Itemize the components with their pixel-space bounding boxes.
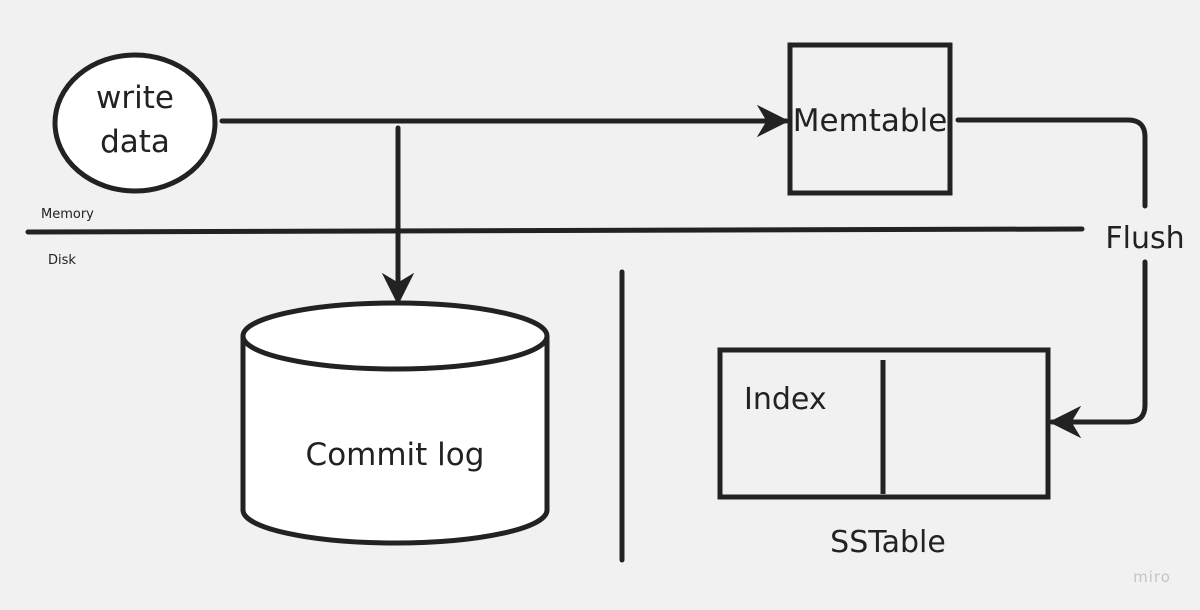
flush-arrow-lower — [1048, 259, 1148, 439]
commit-log-cylinder-body — [240, 336, 550, 546]
memory-region-label: Memory — [41, 207, 94, 222]
sstable-index-label: Index — [744, 382, 827, 417]
sstable-caption: SSTable — [830, 525, 946, 560]
sstable-node[interactable]: Index SSTable — [717, 347, 1051, 560]
commit-log-cylinder-top — [240, 300, 550, 372]
write-data-label-line2: data — [100, 124, 170, 160]
flush-label: Flush — [1105, 221, 1184, 256]
commit-log-node[interactable]: Commit log — [240, 300, 550, 546]
commit-log-label: Commit log — [306, 437, 485, 473]
memtable-label: Memtable — [793, 103, 948, 139]
write-data-label-line1: write — [96, 80, 174, 116]
write-data-node[interactable]: write data — [52, 52, 218, 194]
flush-arrow — [955, 117, 1148, 209]
memory-disk-separator — [25, 226, 1085, 235]
memtable-box — [787, 42, 953, 196]
memtable-node[interactable]: Memtable — [787, 42, 953, 196]
miro-watermark: miro — [1133, 568, 1171, 586]
write-data-circle — [52, 52, 218, 194]
disk-region-label: Disk — [48, 253, 76, 268]
